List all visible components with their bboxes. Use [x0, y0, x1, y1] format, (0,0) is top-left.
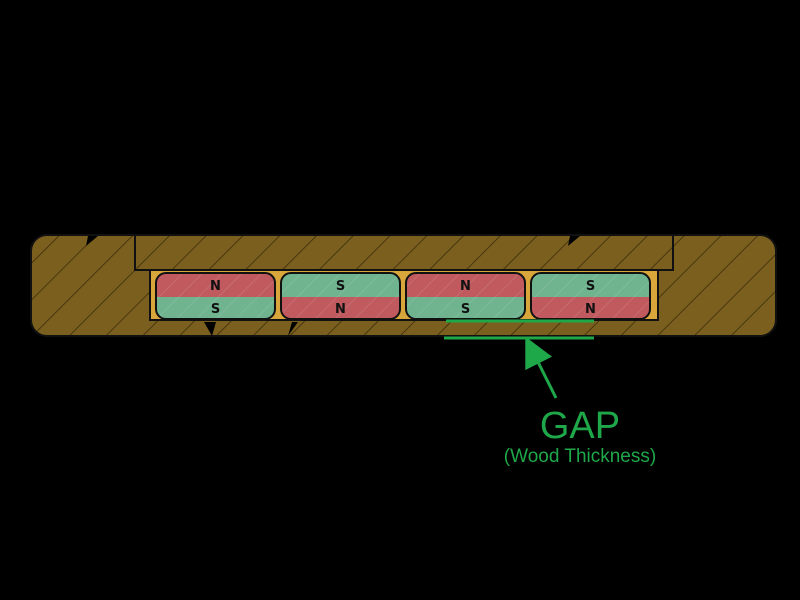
magnet-hatch	[156, 273, 275, 319]
magnet-top-pole-label: N	[210, 279, 221, 294]
magnet-hatch	[281, 273, 400, 319]
magnet-bottom-pole-label: N	[335, 302, 346, 317]
magnet: SN	[280, 272, 401, 320]
magnet: NS	[155, 272, 276, 320]
magnet-hatch	[531, 273, 650, 319]
magnet-outline	[155, 272, 276, 320]
magnet-hatch	[406, 273, 525, 319]
wood-insert	[134, 234, 674, 271]
notch-mark	[568, 236, 580, 246]
gap-arrow	[525, 336, 558, 399]
gap-title: GAP	[540, 405, 620, 447]
gap-subtitle: (Wood Thickness)	[504, 446, 656, 467]
notch-mark	[204, 322, 216, 336]
magnet-top-pole-label: N	[460, 279, 471, 294]
magnet-bottom-pole-label: S	[211, 302, 220, 317]
notch-mark	[86, 236, 98, 246]
notch-mark	[288, 322, 298, 336]
magnet-outline	[280, 272, 401, 320]
magnet-outline	[405, 272, 526, 320]
magnet: NS	[405, 272, 526, 320]
magnet-outline	[530, 272, 651, 320]
magnet-top-pole-label: S	[336, 279, 345, 294]
magnet: SN	[530, 272, 651, 320]
magnet-top-pole-label: S	[586, 279, 595, 294]
magnet-bottom-pole-label: S	[461, 302, 470, 317]
magnet-bottom-pole-label: N	[585, 302, 596, 317]
